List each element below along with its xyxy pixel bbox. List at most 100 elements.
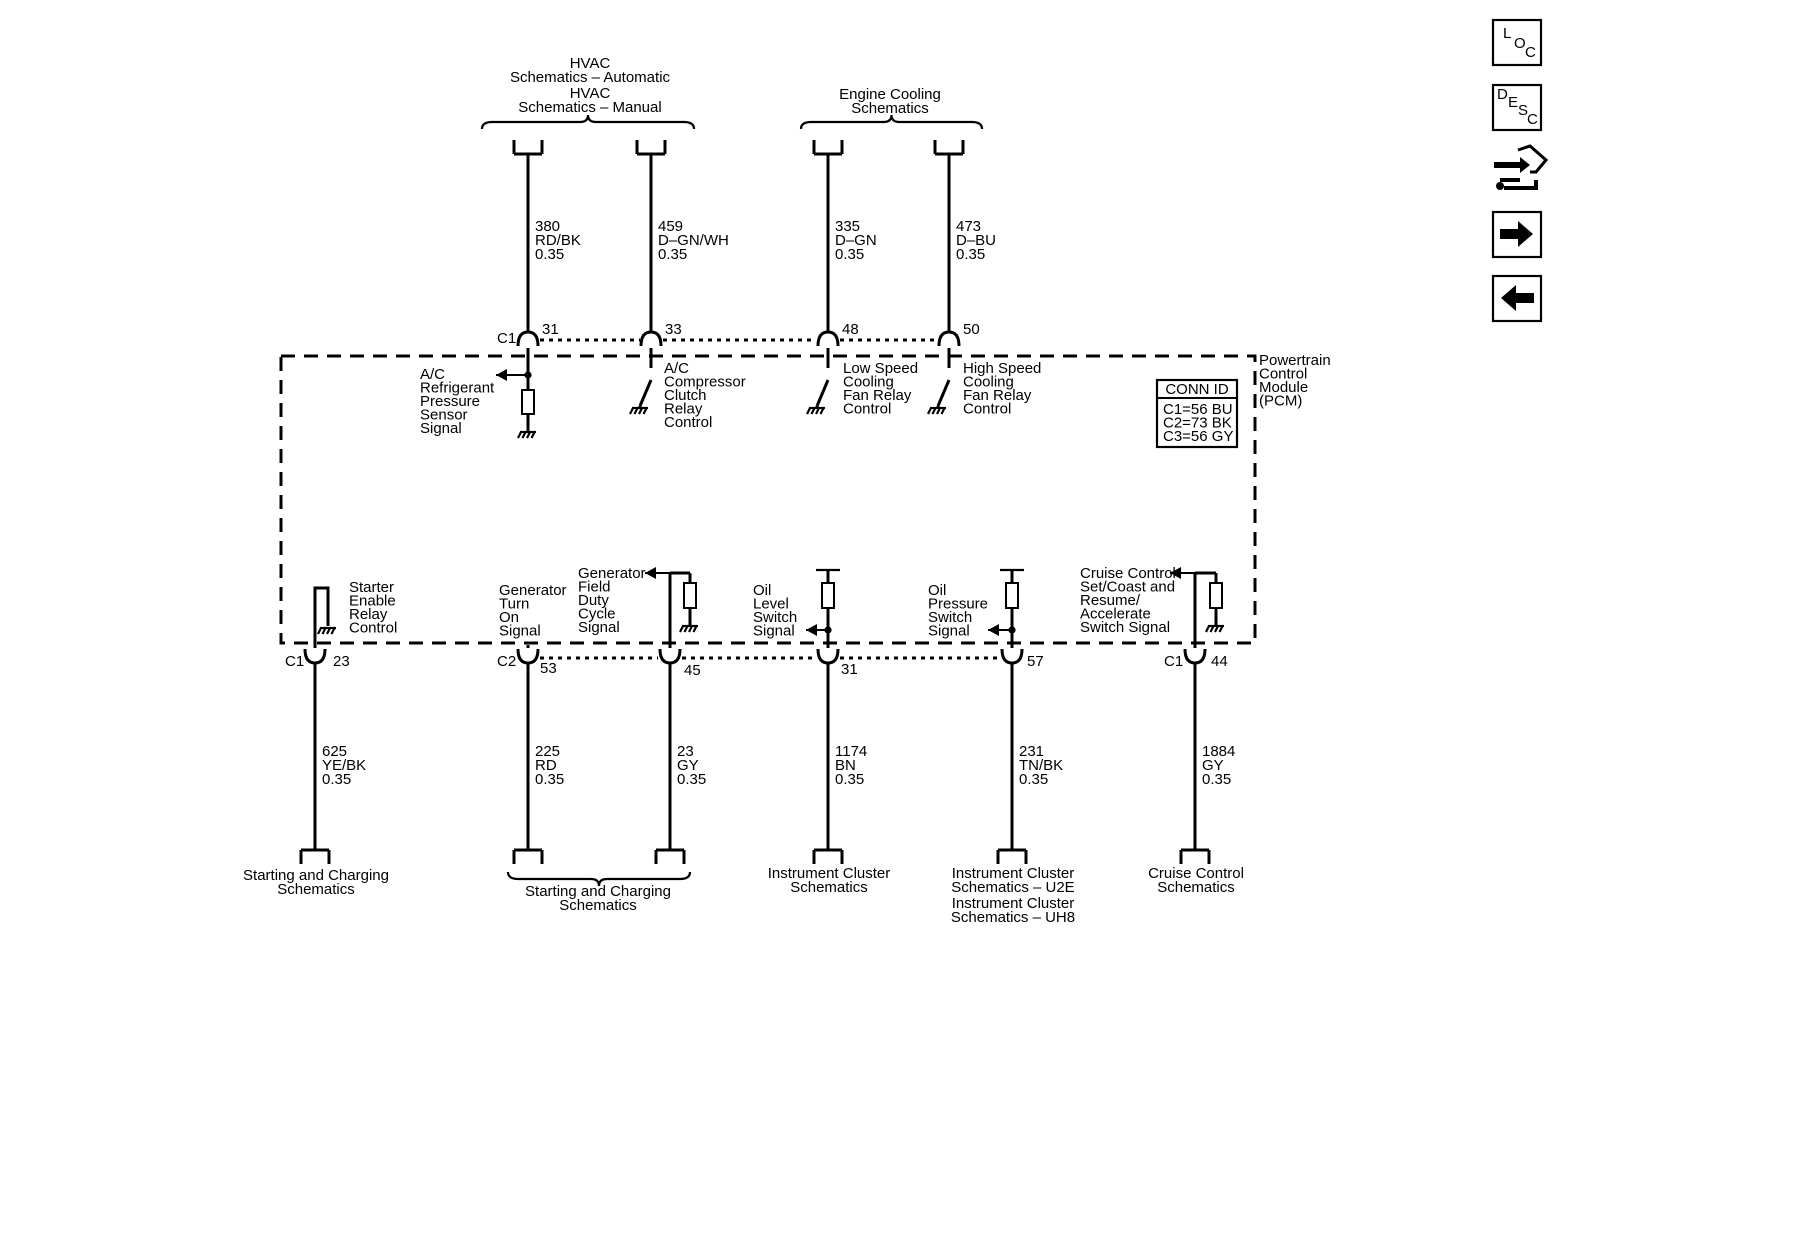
conn-id-title: CONN ID [1165, 381, 1229, 398]
route-path [1517, 144, 1549, 174]
wire-label: 225 [535, 743, 560, 760]
wire-label: YE/BK [322, 757, 366, 774]
ground-hatch [521, 431, 527, 439]
loc-letter: L [1503, 25, 1511, 42]
connector-pin [1000, 648, 1024, 665]
harness-terminal [996, 848, 1028, 864]
ground-hatch [1209, 625, 1215, 633]
ground-hatch [317, 627, 322, 635]
circuit-function-label: Generator [499, 582, 567, 599]
ground-symbol [317, 626, 336, 635]
pcm-name-label: Module [1259, 379, 1308, 396]
pin-number: 48 [842, 321, 859, 338]
sensor-resistor [1209, 582, 1223, 609]
signal-arrow-head [988, 624, 999, 636]
circuit-function-label: Cooling [843, 374, 894, 391]
ground-hatch [815, 407, 820, 415]
wire-label: RD [535, 757, 557, 774]
wire-label: RD/BK [535, 232, 581, 249]
ground-symbol [806, 406, 825, 415]
pin-number: 57 [1027, 653, 1044, 670]
circuit-function-label: Sensor [420, 407, 468, 424]
pin-number: 31 [841, 661, 858, 678]
wire-label: 231 [1019, 743, 1044, 760]
circuit-function-label: Switch [753, 609, 797, 626]
circuit-function-label: Control [664, 414, 712, 431]
circuit-function-label: Compressor [664, 374, 746, 391]
ground-symbol [629, 406, 648, 415]
circuit-function-label: Signal [753, 623, 795, 640]
back-arrow-icon[interactable] [1491, 274, 1543, 323]
signal-arrow-head [1170, 567, 1181, 579]
circuit-function-label: A/C [420, 366, 445, 383]
harness-terminal [635, 140, 667, 156]
loc-letter: C [1525, 44, 1536, 61]
pcm-module-boundary [279, 354, 1257, 645]
circuit-function-label: On [499, 609, 519, 626]
destination-label: Schematics [559, 897, 637, 914]
circuit-function-label: A/C [664, 360, 689, 377]
wire-label: GY [1202, 757, 1224, 774]
circuit-function-label: Oil [753, 582, 771, 599]
ground-hatch [326, 627, 331, 635]
circuit-function-label: Switch Signal [1080, 619, 1170, 636]
ground-hatch [1205, 625, 1210, 633]
desc-letter: E [1508, 94, 1518, 111]
routing-icon[interactable] [1494, 144, 1549, 190]
ground-hatch [679, 625, 684, 633]
route-arrow [1494, 157, 1530, 173]
nav-button-frame [1491, 18, 1543, 67]
pin-number: 33 [665, 321, 682, 338]
harness-terminal [512, 848, 544, 864]
circuit-function-label: Pressure [420, 393, 480, 410]
circuit-function-label: Relay [664, 401, 703, 418]
circuit-function-label: High Speed [963, 360, 1041, 377]
ground-hatch [330, 627, 336, 635]
connector-pin [816, 648, 840, 665]
circuit-function-label: Signal [499, 623, 541, 640]
circuit-function-label: Enable [349, 593, 396, 610]
circuit-function-label: Fan Relay [843, 387, 912, 404]
wire-label: 23 [677, 743, 694, 760]
wire-label: 473 [956, 218, 981, 235]
wire-label: 0.35 [835, 771, 864, 788]
circuit-function-label: Set/Coast and [1080, 579, 1175, 596]
circuit-function-label: Control [963, 401, 1011, 418]
ground-hatch [936, 407, 941, 415]
sensor-resistor [683, 582, 697, 609]
wire-label: 0.35 [835, 246, 864, 263]
wire-label: BN [835, 757, 856, 774]
harness-terminal [299, 848, 331, 864]
ground-hatch [517, 431, 522, 439]
next-arrow-icon[interactable] [1491, 210, 1543, 259]
connector-pin [1183, 648, 1207, 665]
circuit-function-label: Level [753, 596, 789, 613]
destination-label: Schematics – U2E [951, 879, 1074, 896]
harness-terminal [1179, 848, 1211, 864]
route-dot [1496, 182, 1504, 190]
next-arrow-shape [1500, 221, 1533, 247]
wire-label: D–GN/WH [658, 232, 729, 249]
loc-icon[interactable]: LOC [1491, 18, 1543, 67]
circuit-function-label: Resume/ [1080, 592, 1141, 609]
connector-pin [937, 330, 961, 347]
circuit-function-label: Starter [349, 579, 394, 596]
wire-label: 0.35 [1202, 771, 1231, 788]
ground-hatch [642, 407, 648, 415]
connector-pin [658, 648, 682, 665]
ground-symbol [679, 624, 698, 633]
sensor-resistor [821, 582, 835, 609]
connector-pin [303, 648, 327, 665]
hvac-group-label: Schematics – Automatic [510, 69, 671, 86]
circuit-function-label: Refrigerant [420, 380, 495, 397]
desc-letter: D [1497, 86, 1508, 103]
circuit-function-label: Signal [578, 619, 620, 636]
ground-hatch [931, 407, 937, 415]
conn-id-box [1155, 378, 1239, 449]
ground-hatch [629, 407, 634, 415]
wire-label: 0.35 [677, 771, 706, 788]
back-arrow-shape [1501, 285, 1534, 311]
pin-number: 53 [540, 660, 557, 677]
circuit-function-label: Duty [578, 592, 609, 609]
